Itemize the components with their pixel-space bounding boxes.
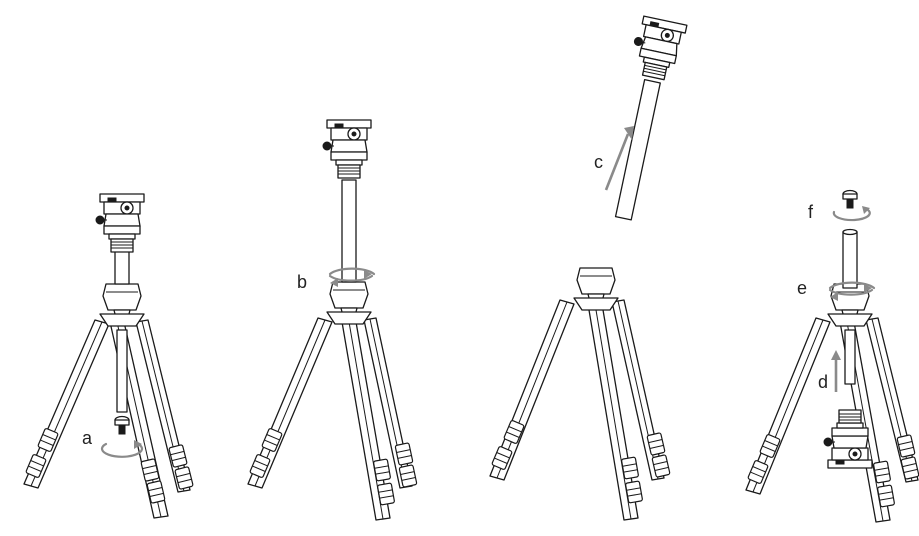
step-label-a: a [82,428,93,448]
tripod-step-a: a [23,193,194,519]
step-label-c: c [594,152,603,172]
tripod-step-b: b [247,119,418,521]
step-label-d: d [818,372,828,392]
tripod-without-column [489,267,671,521]
rotate-arrow-b-left [328,274,374,282]
step-label-f: f [808,202,814,222]
ball-head [627,14,688,83]
center-column [614,78,661,221]
ball-head [95,193,145,253]
step-label-e: e [797,278,807,298]
hook-screw [842,189,858,209]
center-column [116,329,128,413]
rotate-arrow-f [832,208,871,222]
lift-arrow-c [604,133,630,191]
tripod-legs [23,319,191,519]
center-column-lower [844,329,856,385]
rotate-arrow-b-right [328,267,376,276]
center-column [341,179,357,283]
center-column-top [114,247,130,285]
rotate-arrow-e-left [828,288,874,296]
center-column [842,231,858,289]
tripod-inverted-column: f e d [745,189,919,523]
rotate-arrow-a [100,442,144,458]
removed-center-column-step-c: c [594,14,688,221]
rotate-arrow-e-right [828,281,876,290]
step-label-b: b [297,272,307,292]
ball-head [322,119,372,179]
hook-screw [114,415,130,435]
